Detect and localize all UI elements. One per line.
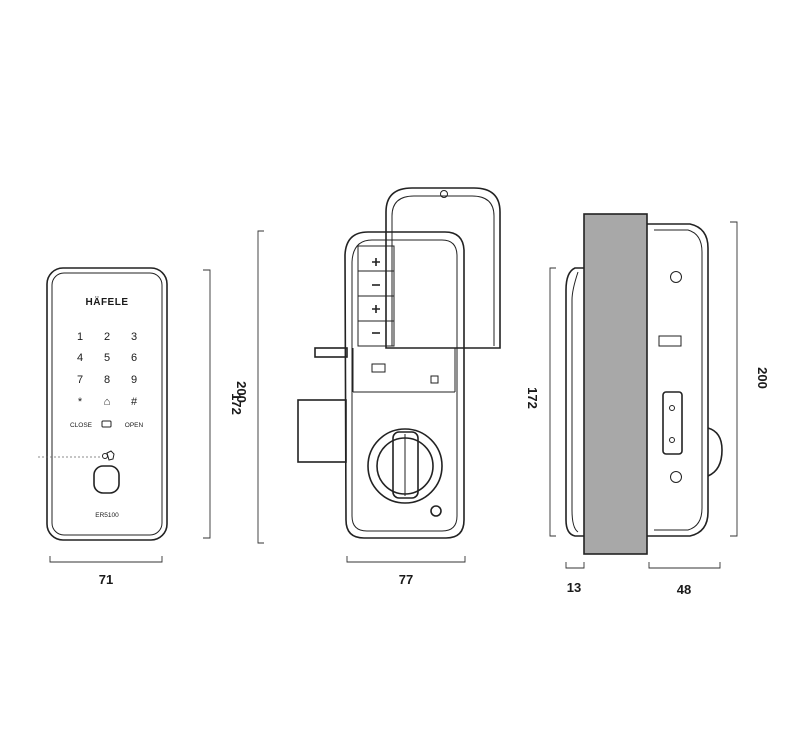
battery-plus-icon [372,258,380,266]
keypad-key: ⌂ [104,396,111,408]
keypad-key: * [78,396,83,408]
side-body-height-dimension-line [549,267,556,537]
keypad-key: 8 [104,374,110,386]
keypad-key: # [131,396,138,408]
body-height-dimension-label: 172 [229,393,244,415]
thumb-turn-profile [707,427,723,477]
front-outer-casing [46,267,168,541]
keypad-key: 9 [131,374,137,386]
side-slot [662,391,683,455]
door-section [583,213,648,555]
front-inner-panel [51,272,163,536]
screw-icon [670,471,682,483]
keypad-key: 3 [131,331,137,343]
keypad: 1 2 3 4 5 6 7 8 9 * ⌂ # [77,331,138,408]
close-label: CLOSE [70,422,93,429]
width-dimension-line [49,556,163,563]
keypad-key: 6 [131,352,137,364]
brand-logo: HÄFELE [86,295,129,308]
side-total-height-dimension-line [730,221,738,537]
door-thickness-dimension-line [565,562,585,569]
latch-bolt [314,347,348,358]
battery-cover [385,187,501,349]
side-view: 13 48 172 200 [525,213,770,597]
front-panel-edge [565,267,584,537]
touch-hand-icon [106,450,115,461]
connector-screw [430,375,439,384]
screw-icon [670,271,682,283]
battery-cover-inner [391,195,495,346]
back-view: 77 [297,187,501,587]
slot-screw-icon [669,437,675,443]
connector-bracket [352,348,456,392]
front-view: HÄFELE 1 2 3 4 5 6 7 8 9 * ⌂ # CLOSE OPE… [38,230,264,587]
keypad-key: 4 [77,352,83,364]
back-body-inner [351,239,458,532]
front-panel-edge-inner [571,271,579,533]
side-body-height-dimension-label: 172 [525,387,540,409]
side-bolt-block [297,399,347,463]
connector-slot [371,363,386,373]
width-dimension-label: 71 [99,572,113,587]
side-total-height-dimension-label: 200 [755,367,770,389]
reset-button-icon [430,505,442,517]
door-thickness-dimension-label: 13 [567,580,581,595]
keypad-key: 2 [104,331,110,343]
screw-icon [440,190,448,198]
side-latch [658,335,682,347]
rear-body-inner [654,229,703,531]
keypad-key: 5 [104,352,110,364]
thumb-turn-outer [367,428,443,504]
card-icon [101,420,112,428]
open-label: OPEN [125,422,144,429]
keypad-key: 7 [77,374,83,386]
fingerprint-sensor [93,465,120,494]
back-width-dimension-label: 77 [399,572,413,587]
model-label: ER5100 [95,512,119,519]
slot-screw-icon [669,405,675,411]
battery-plus-icon [372,305,380,313]
body-height-dimension-line [203,269,211,539]
total-height-dimension-line [257,230,264,544]
keypad-key: 1 [77,331,83,343]
back-width-dimension-line [346,556,466,563]
thumb-turn-knob [392,431,419,499]
back-body-outline [344,231,465,539]
depth-dimension-line [648,562,721,569]
sensor-dot-icon [102,453,108,459]
depth-dimension-label: 48 [677,582,691,597]
rear-body-outline [647,223,709,537]
total-height-dimension-label: 200 [234,381,249,403]
